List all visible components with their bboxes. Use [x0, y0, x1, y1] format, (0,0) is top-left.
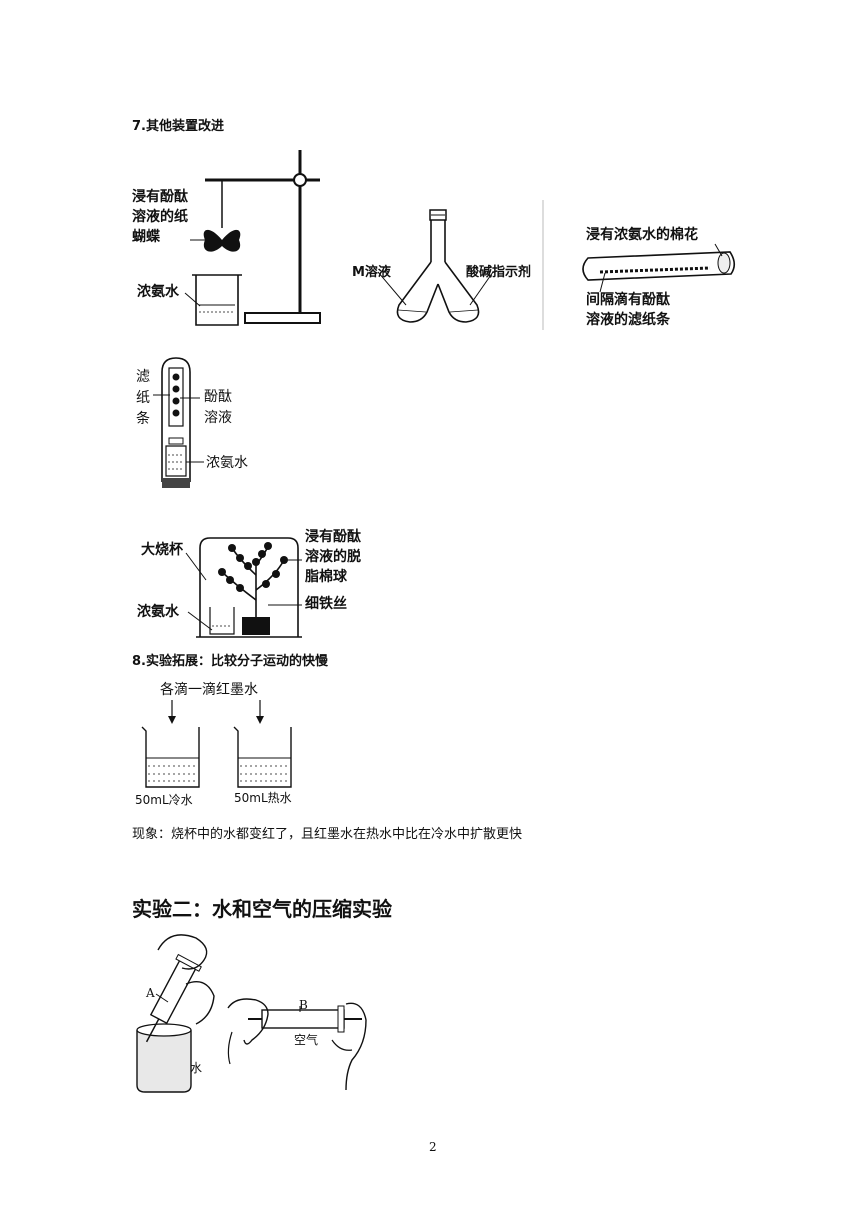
cotton-ammonia-label: 浸有浓氨水的棉花 [586, 227, 698, 243]
phenomenon-text: 现象：烧杯中的水都变红了，且红墨水在热水中比在冷水中扩散更快 [132, 827, 523, 842]
cotton-ball-label-line1: 浸有酚酞 [305, 529, 361, 545]
page-number: 2 [429, 1140, 437, 1154]
air-label: 空气 [294, 1033, 319, 1047]
experiment-2-title: 实验二：水和空气的压缩实验 [132, 897, 392, 921]
cotton-ball-label-line2: 溶液的脱 [305, 549, 361, 565]
section-7-title: 7.其他装置改进 [132, 119, 224, 134]
section-8-title: 8.实验拓展：比较分子运动的快慢 [132, 654, 328, 669]
butterfly-label-line3: 蝴蝶 [132, 229, 160, 245]
drop-ink-label: 各滴一滴红墨水 [160, 682, 258, 698]
water-label: 水 [190, 1061, 203, 1075]
syringe-a-label: A [146, 986, 155, 1000]
cotton-ball-label-line3: 脂棉球 [305, 569, 347, 585]
ammonia-label-fig5: 浓氨水 [137, 604, 179, 620]
strip-char-1: 滤 [136, 369, 150, 385]
cold-water-label: 50mL冷水 [135, 793, 193, 807]
phenol-label-line1: 酚酞 [204, 389, 232, 405]
m-solution-label: M溶液 [352, 265, 391, 280]
large-beaker-label: 大烧杯 [141, 542, 183, 558]
strip-char-2: 纸 [136, 390, 150, 406]
butterfly-label-line2: 溶液的纸 [132, 209, 188, 225]
strip-label-line1: 间隔滴有酚酞 [586, 292, 670, 308]
indicator-label: 酸碱指示剂 [466, 265, 532, 280]
ammonia-label-fig1: 浓氨水 [137, 284, 179, 300]
syringe-b-label: B [299, 998, 308, 1012]
butterfly-label-line1: 浸有酚酞 [132, 189, 188, 205]
phenol-label-line2: 溶液 [204, 410, 232, 426]
strip-char-3: 条 [136, 411, 150, 427]
strip-label-line2: 溶液的滤纸条 [586, 312, 670, 328]
iron-wire-label: 细铁丝 [305, 596, 347, 612]
hot-water-label: 50mL热水 [234, 791, 292, 805]
ammonia-label-fig4: 浓氨水 [206, 455, 248, 471]
